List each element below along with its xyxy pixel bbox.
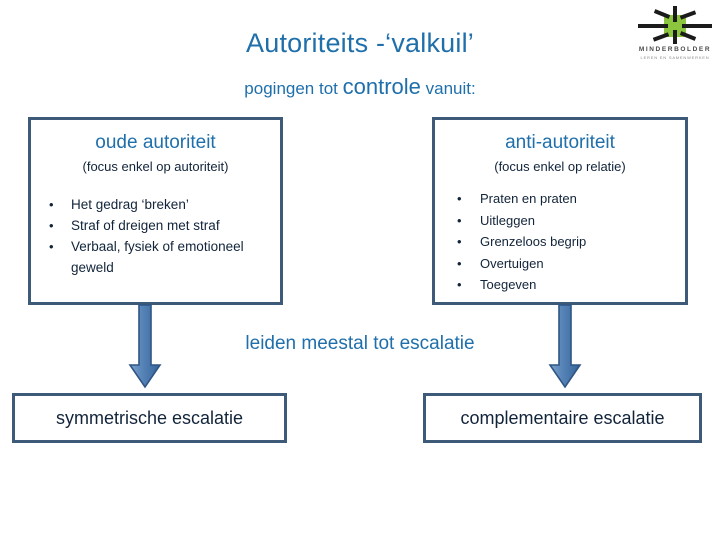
old-authority-heading: oude autoriteit xyxy=(95,132,216,153)
subtitle-emphasis: controle xyxy=(342,74,421,99)
list-item-label: Toegeven xyxy=(480,277,537,293)
old-authority-subheading: (focus enkel op autoriteit) xyxy=(82,158,229,174)
pinwheel-cross-logo-icon xyxy=(632,4,716,46)
old-authority-list: • Het gedrag ‘breken’ • Straf of dreigen m… xyxy=(31,195,280,279)
escalation-caption: leiden meestal tot escalatie xyxy=(245,333,475,354)
list-item: • Toegeven xyxy=(435,274,685,296)
bullet-icon: • xyxy=(457,212,462,228)
logo-bar-bottom xyxy=(673,30,677,44)
list-item-label: Het gedrag ‘breken’ xyxy=(71,196,189,212)
anti-authority-box: anti-autoriteit (focus enkel op relatie)… xyxy=(432,117,688,305)
page-subtitle: pogingen tot controle vanuit: xyxy=(0,74,720,100)
brand-logo: MINDERBOLDER LEREN EN SAMENWERKEN xyxy=(632,4,716,64)
list-item: • Straf of dreigen met straf xyxy=(31,216,280,237)
logo-bar-right xyxy=(682,24,712,28)
logo-bar-top xyxy=(673,6,677,22)
list-item: • Uitleggen xyxy=(435,210,685,232)
list-item-label: Verbaal, fysiek of emotioneel geweld xyxy=(71,238,244,275)
list-item: • Grenzeloos begrip xyxy=(435,231,685,253)
bullet-icon: • xyxy=(457,190,462,206)
list-item-label: Overtuigen xyxy=(480,255,544,271)
anti-authority-list: • Praten en praten • Uitleggen • Grenzeloos… xyxy=(435,188,685,296)
subtitle-before: pogingen tot xyxy=(244,79,343,98)
list-item: • Het gedrag ‘breken’ xyxy=(31,195,280,216)
bullet-icon: • xyxy=(49,238,54,254)
subtitle-after: vanuit: xyxy=(420,79,476,98)
bullet-icon: • xyxy=(49,196,54,212)
logo-tagline: LEREN EN SAMENWERKEN xyxy=(640,55,710,60)
logo-bar-left xyxy=(638,24,668,28)
list-item-label: Grenzeloos begrip xyxy=(480,234,587,250)
bullet-icon: • xyxy=(457,234,462,250)
list-item-label: Uitleggen xyxy=(480,212,535,228)
list-item: • Overtuigen xyxy=(435,253,685,275)
complementary-escalation-box: complementaire escalatie xyxy=(423,393,702,443)
logo-bar-diag-3 xyxy=(679,10,697,20)
page-title: Autoriteits -‘valkuil’ xyxy=(246,28,474,58)
anti-authority-subheading: (focus enkel op relatie) xyxy=(494,158,626,174)
logo-bar-diag-1 xyxy=(653,9,671,19)
down-arrow-icon xyxy=(128,304,162,389)
list-item: • Praten en praten xyxy=(435,188,685,210)
symmetric-escalation-box: symmetrische escalatie xyxy=(12,393,287,443)
logo-wordmark: MINDERBOLDER xyxy=(638,46,712,53)
list-item-label: Straf of dreigen met straf xyxy=(71,217,220,233)
bullet-icon: • xyxy=(49,217,54,233)
anti-authority-heading: anti-autoriteit xyxy=(505,132,615,153)
symmetric-escalation-label: symmetrische escalatie xyxy=(55,407,244,428)
list-item-label: Praten en praten xyxy=(480,190,577,206)
list-item: • Verbaal, fysiek of emotioneel geweld xyxy=(31,237,280,279)
bullet-icon: • xyxy=(457,277,462,293)
complementary-escalation-label: complementaire escalatie xyxy=(460,407,665,428)
old-authority-box: oude autoriteit (focus enkel op autorite… xyxy=(28,117,283,305)
down-arrow-icon xyxy=(548,304,582,389)
bullet-icon: • xyxy=(457,255,462,271)
